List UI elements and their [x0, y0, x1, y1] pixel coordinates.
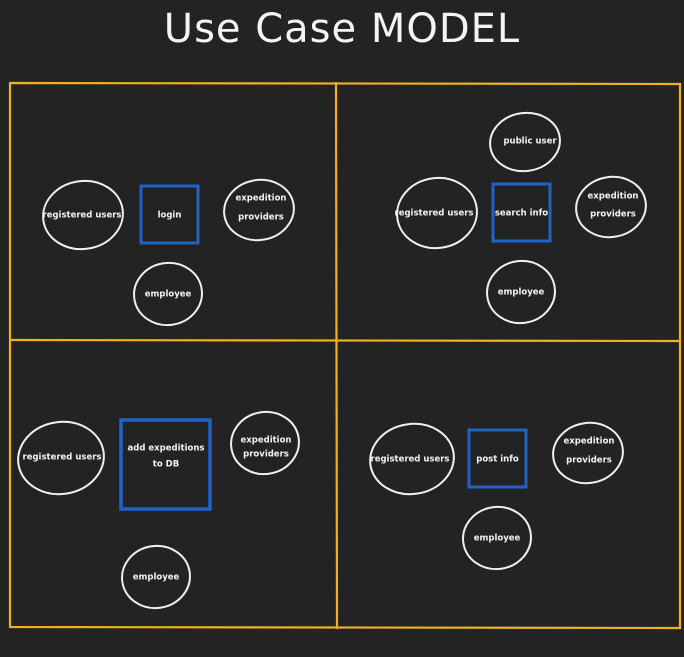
grid-vertical-divider — [334, 81, 339, 630]
use-case-label: login — [158, 211, 182, 221]
actor-employee: employee — [462, 505, 532, 571]
actor-label: expedition — [564, 437, 615, 447]
actor-ellipse — [223, 178, 295, 242]
actor-label: employee — [133, 573, 180, 583]
actor-label: public user — [503, 137, 557, 147]
actor-label: providers — [590, 210, 636, 220]
actor-label: registered users — [43, 211, 122, 221]
panel-grid — [8, 81, 682, 630]
actor-ellipse — [230, 410, 300, 476]
panel-post-info: post info registered users expedition pr… — [369, 421, 624, 571]
actor-label: expedition — [588, 192, 639, 202]
actor-label: providers — [243, 450, 289, 460]
grid-horizontal-divider — [8, 338, 682, 343]
use-case-box — [491, 182, 552, 243]
actor-label: employee — [474, 534, 521, 544]
use-case-label: post info — [476, 455, 519, 465]
panel-search-info: search info public user registered users… — [395, 111, 647, 325]
actor-public-user: public user — [489, 111, 561, 173]
use-case-post-info: post info — [467, 428, 528, 489]
use-case-login: login — [139, 184, 200, 245]
panel-login: login registered users expedition provid… — [42, 178, 295, 327]
actor-ellipse — [552, 421, 624, 485]
use-case-box — [139, 184, 200, 245]
actor-employee: employee — [133, 261, 203, 327]
use-case-label: to DB — [153, 460, 179, 470]
actor-label: providers — [566, 456, 612, 466]
actor-expedition-providers: expedition providers — [575, 175, 647, 239]
use-case-box — [119, 418, 212, 511]
actor-ellipse — [133, 261, 203, 327]
actor-ellipse — [121, 544, 191, 610]
use-case-label: search info — [495, 209, 548, 219]
actor-employee: employee — [121, 544, 191, 610]
actor-ellipse — [575, 175, 647, 239]
actor-ellipse — [486, 259, 556, 325]
actor-expedition-providers: expedition providers — [552, 421, 624, 485]
actor-employee: employee — [486, 259, 556, 325]
use-case-box — [467, 428, 528, 489]
use-case-label: add expeditions — [128, 444, 205, 454]
actor-registered-users: registered users — [17, 420, 105, 496]
actor-ellipse — [369, 422, 455, 496]
actor-label: registered users — [371, 455, 450, 465]
grid-outer-border — [8, 81, 682, 630]
actor-label: employee — [145, 290, 192, 300]
use-case-search-info: search info — [491, 182, 552, 243]
actor-ellipse — [489, 111, 561, 173]
actor-label: expedition — [236, 194, 287, 204]
diagram-title: Use Case MODEL — [163, 6, 521, 52]
actor-expedition-providers: expedition providers — [223, 178, 295, 242]
actor-label: registered users — [395, 209, 474, 219]
actor-label: expedition — [241, 436, 292, 446]
actor-label: providers — [238, 213, 284, 223]
actor-ellipse — [17, 420, 105, 496]
actor-registered-users: registered users — [369, 422, 455, 496]
actor-label: employee — [498, 288, 545, 298]
actor-expedition-providers: expedition providers — [230, 410, 300, 476]
actor-label: registered users — [23, 453, 102, 463]
actor-registered-users: registered users — [395, 176, 478, 250]
panel-add-expeditions: add expeditions to DB registered users e… — [17, 410, 300, 610]
actor-registered-users: registered users — [42, 179, 124, 251]
use-case-add-expeditions: add expeditions to DB — [119, 418, 212, 511]
actor-ellipse — [396, 176, 478, 250]
actor-ellipse — [42, 179, 124, 251]
actor-ellipse — [462, 505, 532, 571]
